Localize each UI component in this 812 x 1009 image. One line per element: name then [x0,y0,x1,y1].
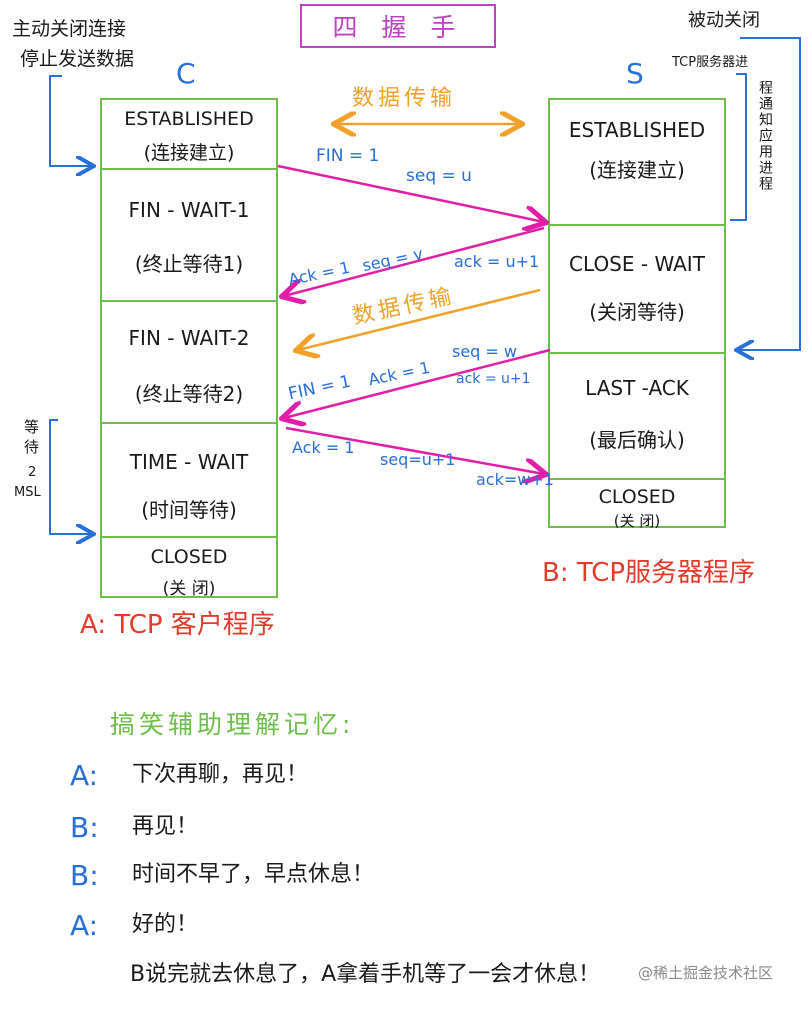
msg4-seq: seq=u+1 [380,450,456,469]
data-transfer-top-label: 数据传输 [352,86,457,111]
msg1-fin: FIN = 1 [316,146,380,166]
server-state-box: ESTABLISHED (连接建立) CLOSE - WAIT (关闭等待) L… [548,98,726,530]
msg4-ack-flag: Ack = 1 [292,438,355,457]
server-letter: S [626,57,644,90]
server-notify-bracket [730,73,747,221]
server-state-established: ESTABLISHED (连接建立) [568,118,706,182]
client-program-label: A: TCP 客户程序 [80,610,275,640]
msg3-ack: ack = u+1 [456,371,531,387]
active-close-bracket [49,75,92,166]
passive-close-bracket [738,37,801,350]
ack-arrow-2 [284,226,545,296]
memo-title: 搞笑辅助理解记忆: [110,710,355,739]
ack-arrow-4 [285,426,544,474]
dialogue-speaker: B: [70,859,99,892]
dialogue-text: 再见！ [132,814,199,839]
client-letter: C [176,57,196,90]
client-state-established: ESTABLISHED (连接建立) [124,108,254,164]
msg3-seq: seq = w [452,342,517,361]
watermark: @稀土掘金技术社区 [638,964,774,982]
fin-arrow-3 [284,348,551,418]
client-state-fin-wait-2: FIN - WAIT-2 (终止等待2) [102,300,276,422]
client-state-fin-wait-1: FIN - WAIT-1 (终止等待1) [102,168,276,300]
dialogue-speaker: A: [70,909,99,942]
dialogue-text: 时间不早了，早点休息！ [132,862,375,887]
server-notify-horizontal: TCP服务器进 [672,55,749,70]
client-state-box: ESTABLISHED (连接建立) FIN - WAIT-1 (终止等待1) … [100,98,278,599]
client-state-time-wait: TIME - WAIT (时间等待) [102,422,276,536]
wait-2msl-note-4: MSL [14,485,41,500]
active-close-note: 主动关闭连接 [12,18,127,40]
msg2-ack: ack = u+1 [454,252,540,271]
footer-note: B说完就去休息了，A拿着手机等了一会才休息！ [130,962,601,987]
dialogue-speaker: A: [70,759,99,792]
data-transfer-mid-arrow [298,288,541,350]
server-program-label: B: TCP服务器程序 [542,558,756,588]
msg4-ack: ack=w+1 [476,470,554,489]
dialogue-text: 下次再聊，再见！ [132,762,309,787]
msg1-seq: seq = u [406,166,472,186]
wait-2msl-note-3: 2 [28,465,37,480]
client-state-closed: CLOSED (关 闭) [102,536,276,599]
fin-arrow-1 [277,164,544,222]
passive-close-note: 被动关闭 [688,10,760,31]
dialogue-text: 好的！ [132,912,199,937]
server-state-close-wait: CLOSE - WAIT (关闭等待) [550,224,724,352]
server-state-closed: CLOSED (关 闭) [550,478,724,530]
server-notify-vertical: 程通知应用进程 [757,80,773,192]
dialogue-speaker: B: [70,811,99,844]
wait-2msl-bracket [49,419,92,534]
wait-2msl-note-1: 等 [24,418,40,436]
wait-2msl-note-2: 待 [24,438,40,456]
page-title: 四 握 手 [300,4,496,48]
stop-send-note: 停止发送数据 [20,48,135,70]
server-state-last-ack: LAST -ACK (最后确认) [550,352,724,478]
